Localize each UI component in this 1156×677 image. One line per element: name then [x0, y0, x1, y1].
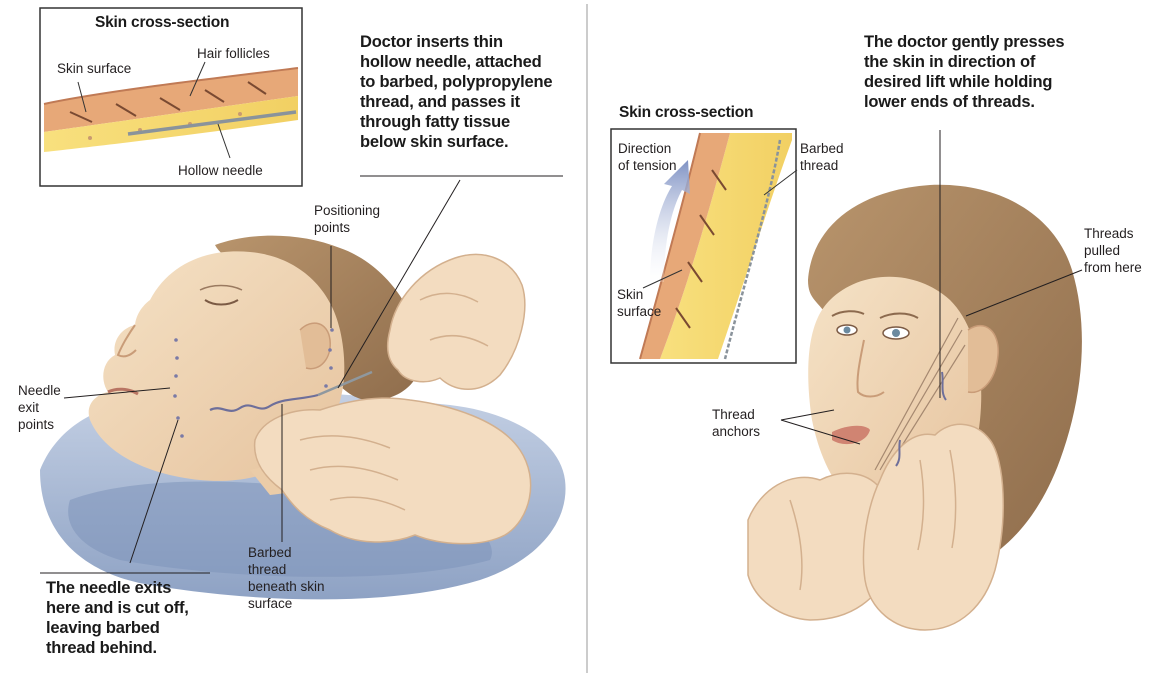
threads-pulled-label: Threads pulled from here [1084, 225, 1142, 276]
left-exit-text: The needle exits here and is cut off, le… [46, 578, 189, 658]
barbed-thread-beneath-label: Barbed thread beneath skin surface [248, 544, 325, 612]
right-inset-title: Skin cross-section [619, 104, 753, 122]
needle-exit-points-label: Needle exit points [18, 382, 61, 433]
right-inset-barbed-thread-label: Barbed thread [800, 140, 844, 174]
right-illustration [748, 185, 1082, 630]
thread-anchors-label: Thread anchors [712, 406, 760, 440]
left-inset-hair-follicles-label: Hair follicles [197, 45, 270, 62]
positioning-points-label: Positioning points [314, 202, 380, 236]
left-inset [40, 8, 302, 186]
right-step-text: The doctor gently presses the skin in di… [864, 32, 1064, 112]
left-inset-skin-surface-label: Skin surface [57, 60, 131, 77]
left-inset-hollow-needle-label: Hollow needle [178, 162, 263, 179]
direction-of-tension-label: Direction of tension [618, 140, 677, 174]
left-step-text: Doctor inserts thin hollow needle, attac… [360, 32, 552, 152]
left-inset-title: Skin cross-section [95, 14, 229, 32]
right-inset-skin-surface-label: Skin surface [617, 286, 661, 320]
hand-top [388, 254, 525, 389]
